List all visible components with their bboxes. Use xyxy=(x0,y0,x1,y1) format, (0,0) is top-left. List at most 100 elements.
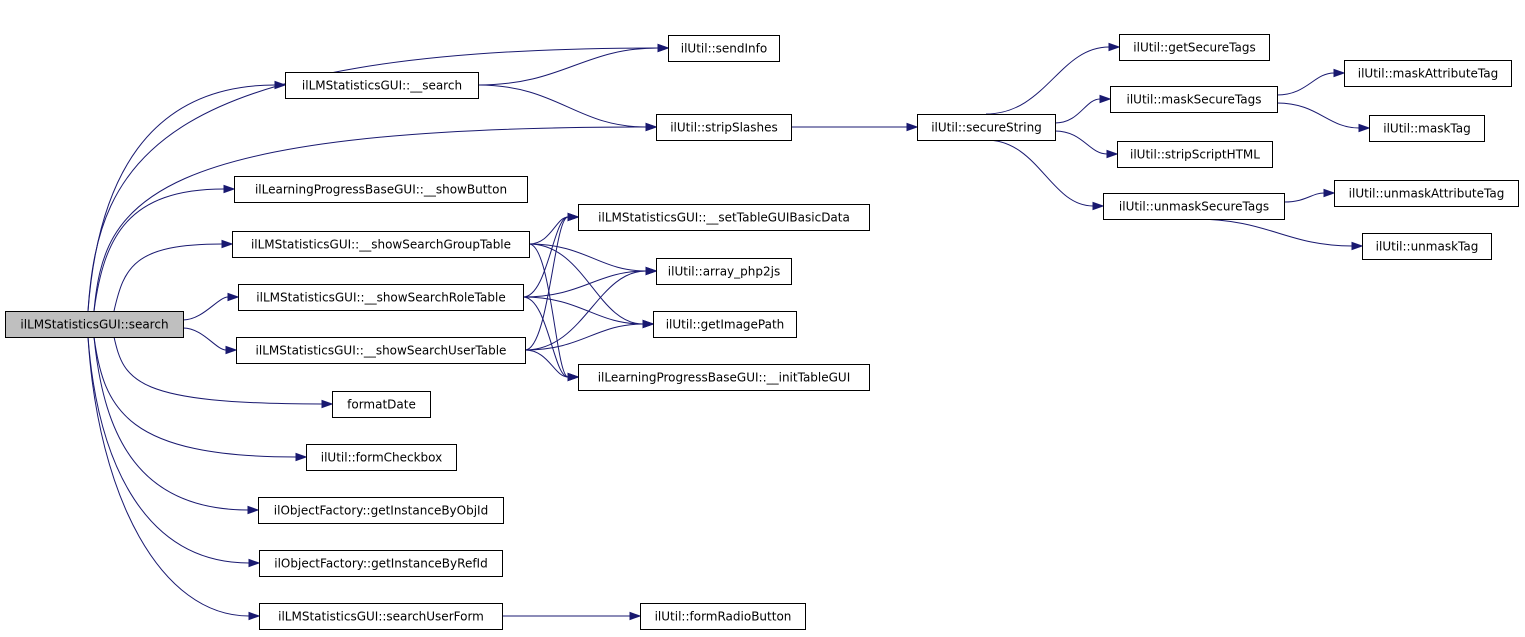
node-box xyxy=(234,176,528,203)
node-label: ilUtil::secureString xyxy=(931,121,1042,135)
arrowhead-search-to-getInstanceByObjId xyxy=(247,505,260,515)
edge-search-to-showSearchGroupTable xyxy=(113,243,223,312)
node-box xyxy=(1344,60,1512,87)
edges-layer xyxy=(87,42,1371,621)
edge-search-to-showButton xyxy=(93,188,225,312)
node-label: ilLMStatisticsGUI::__setTableGUIBasicDat… xyxy=(598,211,850,225)
node-label: ilLMStatisticsGUI::searchUserForm xyxy=(278,610,484,624)
node-showSearchUserTable[interactable]: ilLMStatisticsGUI::__showSearchUserTable xyxy=(236,337,526,364)
node-label: ilUtil::unmaskTag xyxy=(1376,240,1479,254)
node-sendInfo[interactable]: ilUtil::sendInfo xyxy=(668,35,780,62)
edge-search-to-getInstanceByObjId xyxy=(93,336,249,511)
node-search[interactable]: ilLMStatisticsGUI::search xyxy=(5,311,184,338)
node-label: ilObjectFactory::getInstanceByRefId xyxy=(274,557,487,571)
arrowhead-showSearchUserTable-to-getImagePath xyxy=(642,319,655,329)
edge-search-to-searchUserForm xyxy=(87,336,250,617)
edge-showSearchGroupTable-to-array_php2js xyxy=(528,243,647,272)
node-searchUserForm[interactable]: ilLMStatisticsGUI::searchUserForm xyxy=(259,603,503,630)
node-label: ilUtil::maskSecureTags xyxy=(1127,93,1262,107)
node-label: ilUtil::maskTag xyxy=(1383,122,1470,136)
node-getInstanceByObjId[interactable]: ilObjectFactory::getInstanceByObjId xyxy=(258,497,504,524)
node-formRadioButton[interactable]: ilUtil::formRadioButton xyxy=(640,603,806,630)
node-box xyxy=(238,284,524,311)
node-label: ilUtil::getSecureTags xyxy=(1133,41,1255,55)
node-unmaskAttributeTag[interactable]: ilUtil::unmaskAttributeTag xyxy=(1334,180,1519,207)
node-showSearchGroupTable[interactable]: ilLMStatisticsGUI::__showSearchGroupTabl… xyxy=(232,231,530,258)
node-getInstanceByRefId[interactable]: ilObjectFactory::getInstanceByRefId xyxy=(259,550,503,577)
node-label: ilUtil::sendInfo xyxy=(681,42,767,56)
node-label: ilUtil::formRadioButton xyxy=(655,610,792,624)
node-showButton[interactable]: ilLearningProgressBaseGUI::__showButton xyxy=(234,176,528,203)
node-box xyxy=(1334,180,1519,207)
node-box xyxy=(259,603,503,630)
node-getImagePath[interactable]: ilUtil::getImagePath xyxy=(653,311,797,338)
edge-showSearchRoleTable-to-setTableGUIBasicData xyxy=(522,216,569,298)
arrowhead-secureString-to-unmaskSecureTags xyxy=(1092,201,1105,211)
node-formatDate[interactable]: formatDate xyxy=(332,391,431,418)
edge-search-to-formCheckbox xyxy=(93,336,297,458)
edge-secureString-to-getSecureTags xyxy=(985,46,1110,115)
arrowhead-secureString-to-maskSecureTags xyxy=(1099,94,1112,104)
node-box xyxy=(1362,233,1492,260)
node-secureString[interactable]: ilUtil::secureString xyxy=(917,114,1056,141)
arrowhead-secureString-to-stripScriptHTML xyxy=(1106,149,1119,159)
node-label: ilLMStatisticsGUI::__showSearchRoleTable xyxy=(256,291,505,305)
node-getSecureTags[interactable]: ilUtil::getSecureTags xyxy=(1119,34,1270,61)
arrowhead-unmaskSecureTags-to-unmaskTag xyxy=(1351,241,1364,251)
arrowhead-maskSecureTags-to-maskTag xyxy=(1358,123,1371,133)
node-label: ilObjectFactory::getInstanceByObjId xyxy=(274,504,488,518)
node-setTableGUIBasicData[interactable]: ilLMStatisticsGUI::__setTableGUIBasicDat… xyxy=(578,204,870,231)
node-unmaskTag[interactable]: ilUtil::unmaskTag xyxy=(1362,233,1492,260)
node-label: formatDate xyxy=(347,398,416,412)
node-label: ilUtil::array_php2js xyxy=(668,265,780,279)
node-box xyxy=(578,364,870,391)
arrowhead-search-to-searchUserForm xyxy=(248,611,261,621)
edge-showSearchUserTable-to-getImagePath xyxy=(524,323,644,351)
node-showSearchRoleTable[interactable]: ilLMStatisticsGUI::__showSearchRoleTable xyxy=(238,284,524,311)
node-array_php2js[interactable]: ilUtil::array_php2js xyxy=(656,258,792,285)
node-box xyxy=(259,550,503,577)
arrowhead-__search-to-sendInfo xyxy=(657,43,670,53)
node-label: ilLMStatisticsGUI::__showSearchGroupTabl… xyxy=(251,238,511,252)
arrowhead-search-to-showSearchGroupTable xyxy=(221,239,234,249)
node-box xyxy=(5,311,184,338)
node-formCheckbox[interactable]: ilUtil::formCheckbox xyxy=(306,444,457,471)
node-initTableGUI[interactable]: ilLearningProgressBaseGUI::__initTableGU… xyxy=(578,364,870,391)
node-maskTag[interactable]: ilUtil::maskTag xyxy=(1369,115,1485,142)
node-maskSecureTags[interactable]: ilUtil::maskSecureTags xyxy=(1110,86,1278,113)
node-label: ilUtil::unmaskAttributeTag xyxy=(1349,187,1505,201)
node-box xyxy=(1369,115,1485,142)
edge-showSearchGroupTable-to-initTableGUI xyxy=(528,243,569,378)
node-label: ilLearningProgressBaseGUI::__initTableGU… xyxy=(598,371,851,385)
edge-showSearchUserTable-to-setTableGUIBasicData xyxy=(524,216,569,351)
arrowhead-showSearchUserTable-to-array_php2js xyxy=(645,266,658,276)
edge-search-to-getInstanceByRefId xyxy=(87,336,250,564)
node-stripScriptHTML[interactable]: ilUtil::stripScriptHTML xyxy=(1117,141,1273,168)
edge-showSearchGroupTable-to-getImagePath xyxy=(528,243,644,325)
arrowhead-search-to-formCheckbox xyxy=(295,452,308,462)
node-label: ilUtil::stripScriptHTML xyxy=(1130,148,1260,162)
arrowhead-search-to-showButton xyxy=(223,184,236,194)
edge-search-to-stripSlashes xyxy=(93,126,647,312)
node-__search[interactable]: ilLMStatisticsGUI::__search xyxy=(285,72,479,99)
arrowhead-secureString-to-getSecureTags xyxy=(1108,42,1121,52)
edge-maskSecureTags-to-maskTag xyxy=(1276,102,1360,129)
arrowhead-stripSlashes-to-secureString xyxy=(906,122,919,132)
node-box xyxy=(578,204,870,231)
node-box xyxy=(656,258,792,285)
node-unmaskSecureTags[interactable]: ilUtil::unmaskSecureTags xyxy=(1103,193,1285,220)
node-maskAttributeTag[interactable]: ilUtil::maskAttributeTag xyxy=(1344,60,1512,87)
edge-__search-to-stripSlashes xyxy=(477,84,647,128)
arrowhead-unmaskSecureTags-to-unmaskAttributeTag xyxy=(1323,188,1336,198)
node-box xyxy=(917,114,1056,141)
node-label: ilLMStatisticsGUI::__showSearchUserTable xyxy=(256,344,507,358)
edge-showSearchUserTable-to-initTableGUI xyxy=(524,349,569,378)
node-stripSlashes[interactable]: ilUtil::stripSlashes xyxy=(656,114,792,141)
arrowhead-search-to-getInstanceByRefId xyxy=(248,558,261,568)
node-box xyxy=(332,391,431,418)
node-label: ilLearningProgressBaseGUI::__showButton xyxy=(255,183,507,197)
node-box xyxy=(236,337,526,364)
node-box xyxy=(640,603,806,630)
edge-unmaskSecureTags-to-unmaskAttributeTag xyxy=(1283,192,1325,203)
